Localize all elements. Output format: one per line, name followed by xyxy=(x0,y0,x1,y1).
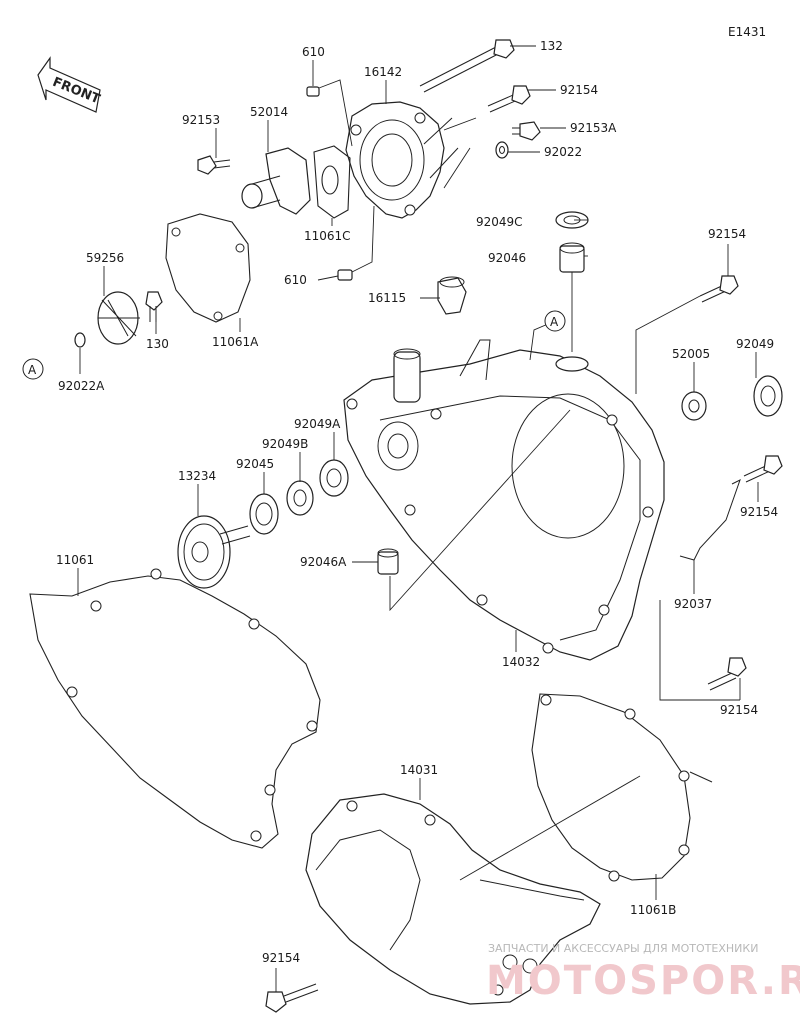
callout-92049B: 92049B xyxy=(262,437,308,451)
seal-92049A xyxy=(319,459,349,497)
leader-lines xyxy=(77,45,759,992)
gasket-11061 xyxy=(29,568,321,849)
bolt-132 xyxy=(419,39,515,93)
seal-92049B xyxy=(286,480,314,516)
callout-13234: 13234 xyxy=(178,469,216,483)
callout-130: 130 xyxy=(146,337,169,351)
callout-92022A: 92022A xyxy=(58,379,105,393)
callout-92153: 92153 xyxy=(182,113,220,127)
bolt-92154-right3 xyxy=(707,657,747,691)
callout-92153A: 92153A xyxy=(570,121,617,135)
clutch-cover-14032 xyxy=(343,339,665,661)
callout-132: 132 xyxy=(540,39,563,53)
callout-92045: 92045 xyxy=(236,457,274,471)
callout-59256: 59256 xyxy=(86,251,124,265)
watermark: ЗАПЧАСТИ И АКСЕССУАРЫ ДЛЯ МОТОТЕХНИКИ MO… xyxy=(486,942,800,1004)
callout-92022: 92022 xyxy=(544,145,582,159)
callout-92037: 92037 xyxy=(674,597,712,611)
bolt-92154-right2 xyxy=(743,455,783,483)
bolt-130 xyxy=(145,291,163,322)
impeller-59256 xyxy=(97,291,140,345)
callout-11061: 11061 xyxy=(56,553,94,567)
plug-16115 xyxy=(437,276,467,315)
callout-92049A: 92049A xyxy=(294,417,341,431)
pump-cover-16142 xyxy=(345,101,459,219)
gasket-11061C xyxy=(313,145,351,219)
bearing-92046A xyxy=(377,548,399,575)
clamp-92037 xyxy=(679,479,741,561)
callout-92049C: 92049C xyxy=(476,215,523,229)
callout-11061C: 11061C xyxy=(304,229,351,243)
callout-labels: 132 610 16142 92154 92153 52014 92153A 9… xyxy=(56,39,778,965)
callout-92154-right3: 92154 xyxy=(720,703,758,717)
callout-52005: 52005 xyxy=(672,347,710,361)
ref-marker-a2: A xyxy=(544,310,566,332)
watermark-line2: MOTOSPOR.RU xyxy=(486,958,800,1004)
ref-marker-a1: A xyxy=(22,358,44,380)
callout-16142: 16142 xyxy=(364,65,402,79)
callout-14032: 14032 xyxy=(502,655,540,669)
bolt-92154-bottom xyxy=(265,983,319,1013)
washer-92022 xyxy=(495,141,509,159)
callout-92046A: 92046A xyxy=(300,555,347,569)
callout-92049: 92049 xyxy=(736,337,774,351)
gasket-11061A xyxy=(165,213,251,323)
seal-92049 xyxy=(753,375,783,417)
callout-11061B: 11061B xyxy=(630,903,676,917)
bolt-92153A xyxy=(512,121,541,141)
dowel-pin-mid xyxy=(337,269,353,281)
pipe-52014 xyxy=(241,147,311,215)
callout-610-mid: 610 xyxy=(284,273,307,287)
callout-52014: 52014 xyxy=(250,105,288,119)
callout-610-top: 610 xyxy=(302,45,325,59)
bolt-92154-top xyxy=(487,85,531,113)
gasket-11061B xyxy=(531,693,713,882)
bearing-92046 xyxy=(559,242,585,273)
callout-92154-right2: 92154 xyxy=(740,505,778,519)
callout-11061A: 11061A xyxy=(212,335,259,349)
callout-92154-bottom: 92154 xyxy=(262,951,300,965)
front-arrow-icon: FRONT xyxy=(37,56,102,113)
svg-text:A: A xyxy=(550,315,559,329)
bolt-92154-right1 xyxy=(699,275,739,303)
bearing-92045 xyxy=(249,493,279,535)
seal-52005 xyxy=(681,391,707,421)
generator-cover-14031 xyxy=(305,793,601,1005)
diagram-code: E1431 xyxy=(728,25,766,39)
watermark-line1: ЗАПЧАСТИ И АКСЕССУАРЫ ДЛЯ МОТОТЕХНИКИ xyxy=(488,942,758,955)
callout-92154-right1: 92154 xyxy=(708,227,746,241)
washer-92022A xyxy=(74,332,86,348)
bolt-92153 xyxy=(197,155,231,175)
gear-shaft-13234 xyxy=(177,515,251,589)
callout-14031: 14031 xyxy=(400,763,438,777)
callout-16115: 16115 xyxy=(368,291,406,305)
dowel-pin-top xyxy=(306,86,320,97)
svg-text:A: A xyxy=(28,363,37,377)
callout-92046: 92046 xyxy=(488,251,526,265)
callout-92154-top: 92154 xyxy=(560,83,598,97)
